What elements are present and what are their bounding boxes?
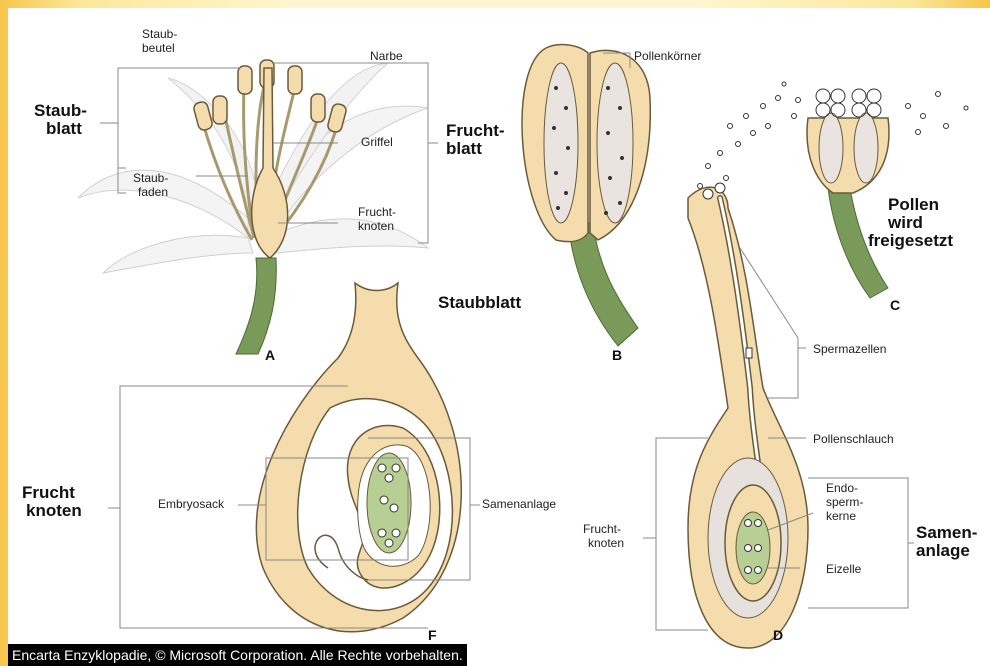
label-pollen-freigesetzt: Pollen wird freigesetzt [868, 195, 953, 250]
panel-letter-c: C [890, 297, 900, 313]
panel-a-flower: Staub- beutel Staub- blatt Staub- faden … [34, 27, 509, 363]
embryo-sac [367, 453, 411, 553]
sperm-cells [746, 348, 752, 358]
embryo-sac-d [736, 512, 770, 584]
flower-reproduction-diagram: Staub- beutel Staub- blatt Staub- faden … [8, 8, 990, 666]
panel-letter-f: F [428, 627, 437, 643]
label-endospermkerne: Endo- sperm- kerne [826, 481, 867, 523]
stem [568, 223, 638, 346]
diagram-canvas: Staub- beutel Staub- blatt Staub- faden … [8, 8, 990, 666]
petal [276, 219, 428, 253]
label-staubblatt-b: Staubblatt [438, 293, 521, 312]
label-eizelle: Eizelle [826, 562, 862, 576]
label-staubfaden: Staub- faden [133, 171, 172, 199]
label-griffel: Griffel [361, 135, 393, 149]
open-sac-tops [816, 89, 881, 117]
copyright-notice: Encarta Enzyklopadie, © Microsoft Corpor… [8, 644, 467, 666]
petal [103, 235, 253, 273]
pollen-sac [854, 113, 878, 183]
label-pollenschlauch: Pollenschlauch [813, 432, 894, 446]
panel-f-ovary: Frucht knoten Embryosack Samenanlage F [22, 283, 556, 643]
pollen-grain-on-stigma [715, 183, 725, 193]
label-samenanlage-f: Samenanlage [482, 497, 556, 511]
label-spermazellen: Spermazellen [813, 342, 886, 356]
label-staubbeutel: Staub- beutel [142, 27, 181, 55]
label-pollenkoerner: Pollenkörner [634, 49, 701, 63]
stem [236, 258, 276, 354]
label-fruchtblatt: Frucht- blatt [446, 121, 509, 158]
pollen-sac [819, 113, 843, 183]
label-fruchtknoten-f: Frucht knoten [22, 483, 82, 520]
panel-letter-b: B [612, 347, 622, 363]
panel-letter-d: D [773, 627, 783, 643]
label-embryosack: Embryosack [158, 497, 225, 511]
panel-letter-a: A [265, 347, 275, 363]
label-samenanlage-d: Samen- anlage [916, 523, 982, 560]
label-fruchtknoten-d: Frucht- knoten [583, 522, 624, 550]
label-staubblatt-a: Staub- blatt [34, 101, 92, 138]
label-narbe: Narbe [370, 49, 403, 63]
pollen-sac [597, 63, 633, 223]
panel-b-anther: Pollenkörner Staubblatt B [438, 45, 701, 363]
label-fruchtknoten-a: Frucht- knoten [358, 205, 399, 233]
pollen-sac [544, 63, 578, 223]
pollen-grain-on-stigma [703, 189, 713, 199]
panel-d-fertilization: Spermazellen Pollenschlauch Endo- sperm-… [583, 183, 982, 648]
